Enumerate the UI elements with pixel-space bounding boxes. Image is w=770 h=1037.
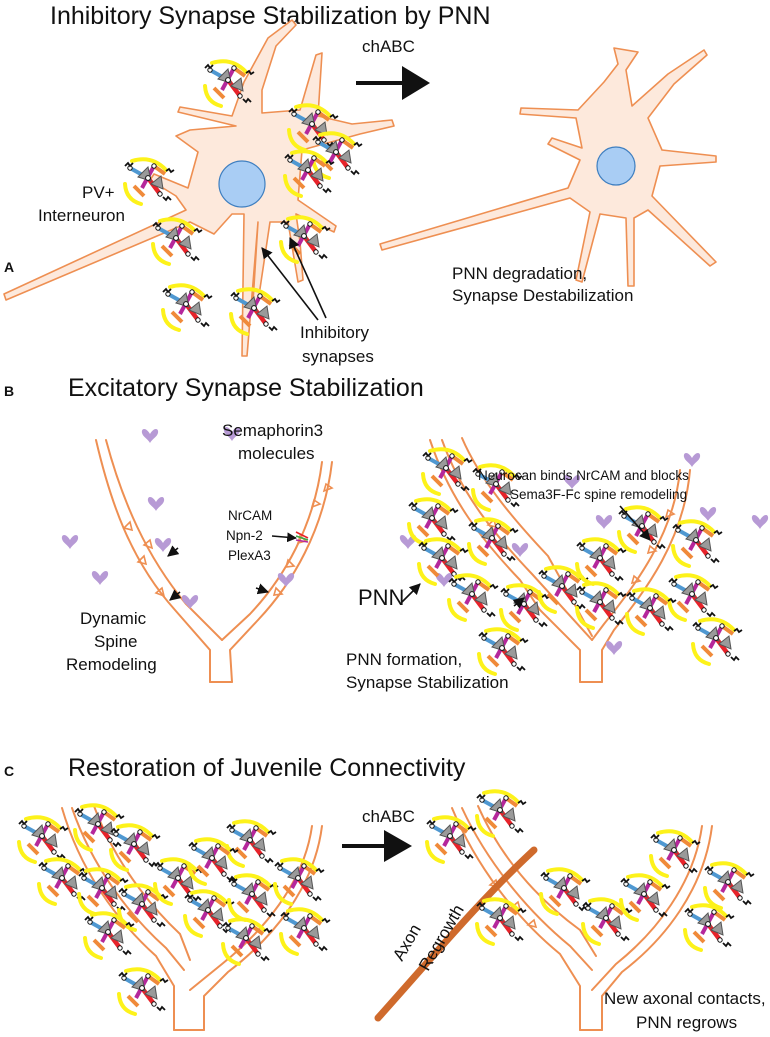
spine-arrow-3 [255,583,270,595]
pnn-cluster-c-right [427,791,754,950]
neurocan-arrow [619,505,651,541]
receptor-label-nrcam: NrCAM [228,508,272,523]
receptor-complex [295,531,309,543]
result-c-line2: PNN regrows [636,1013,737,1032]
panel-c-title: Restoration of Juvenile Connectivity [68,754,466,782]
panel-b-title: Excitatory Synapse Stabilization [68,374,424,402]
formation-label-line1: PNN formation, [346,650,462,669]
pnn-cluster-c-left [19,805,330,1014]
result-c-line1: New axonal contacts, [604,989,766,1008]
panel-b: B Excitatory Synapse Stabilization [4,374,769,692]
spine-arrow-2 [169,589,182,601]
neurocan-label-line2: Sema3F-Fc spine remodeling [510,487,687,502]
panel-c-letter: C [4,763,14,779]
neurocan-label-line1: Neurocan binds NrCAM and blocks [478,468,689,483]
pnn-label: PNN [358,585,404,610]
result-a-line1: PNN degradation, [452,264,587,283]
pv-nucleus [218,160,266,208]
pv-label-line1: PV+ [82,183,115,202]
chabc-label-c: chABC [362,807,415,826]
formation-label-line2: Synapse Stabilization [346,673,509,692]
synapse-arrow-2 [289,236,327,319]
receptor-label-plexa3: PlexA3 [228,548,271,563]
pnn-arrow [401,583,421,603]
chabc-label-a: chABC [362,37,415,56]
regrowing-axon [374,846,538,1022]
synapse-label-line1: Inhibitory [300,323,369,342]
treatment-arrow-a [356,66,430,100]
result-a-line2: Synapse Destabilization [452,286,633,305]
receptor-label-npn2: Npn-2 [226,528,263,543]
receptor-arrow [271,532,297,543]
spine-arrow-4 [512,597,525,609]
panel-a-title: Inhibitory Synapse Stabilization by PNN [50,2,491,30]
spine-arrow-1 [167,545,180,557]
sema-label-line1: Semaphorin3 [222,421,323,440]
degraded-nucleus [596,146,636,186]
dynamic-label-line3: Remodeling [66,655,157,674]
pv-label-line2: Interneuron [38,206,125,225]
panel-a: A Inhibitory Synapse Stabilization by PN… [3,2,717,366]
panel-b-letter: B [4,383,14,399]
dynamic-label-line2: Spine [94,632,137,651]
sema-label-line2: molecules [238,444,315,463]
panel-a-letter: A [4,259,14,275]
dynamic-label-line1: Dynamic [80,609,147,628]
synapse-arrow-1 [261,247,319,321]
treatment-arrow-c [342,830,412,862]
synapse-label-line2: synapses [302,347,374,366]
panel-c: C Restoration of Juvenile Connectivity [4,754,766,1032]
dendrite-c-left [61,805,323,1031]
axon-label-line2: Regrowth [415,901,468,974]
degraded-interneuron [379,47,717,287]
